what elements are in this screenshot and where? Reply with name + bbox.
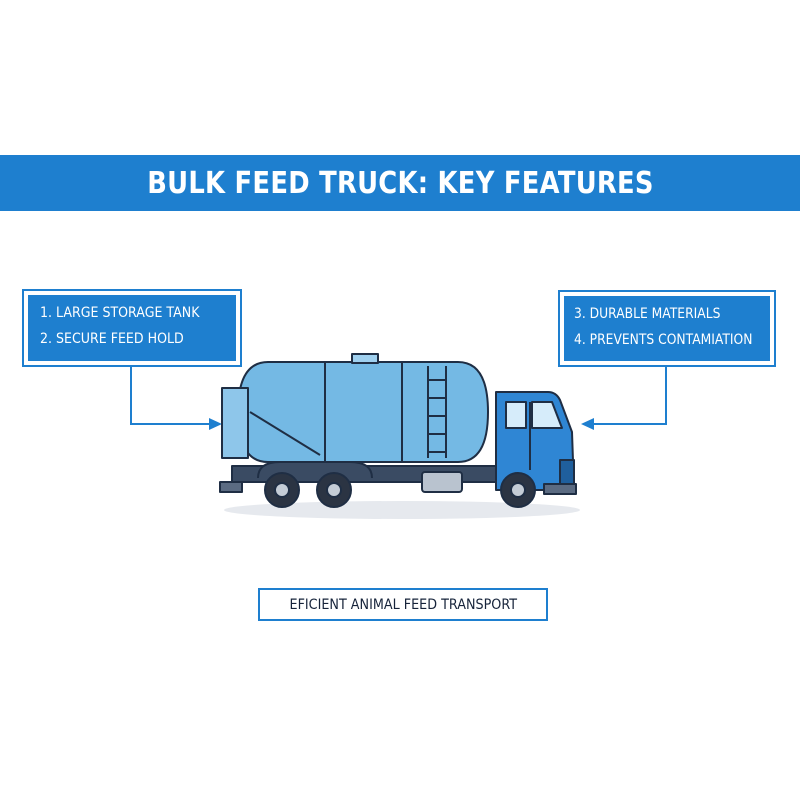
rear-compartment [221,387,249,459]
wheel-rear-2 [316,472,352,508]
title-banner: BULK FEED TRUCK: KEY FEATURES [0,155,800,211]
feature-item-3: 3. DURABLE MATERIALS [574,306,721,322]
left-connector [130,367,210,425]
cab-bumper [543,483,577,495]
arrow-left-icon [581,418,594,430]
right-callout-panel: 3. DURABLE MATERIALS 4. PREVENTS CONTAMI… [564,296,770,361]
right-callout-box: 3. DURABLE MATERIALS 4. PREVENTS CONTAMI… [558,290,776,367]
feed-tank [237,361,489,463]
wheel-rear-1 [264,472,300,508]
cab-windshield [531,401,563,429]
tank-brace [249,411,321,456]
feature-item-4: 4. PREVENTS CONTAMIATION [574,332,753,348]
truck-illustration [219,353,580,519]
tank-ladder [427,366,447,458]
page-title: BULK FEED TRUCK: KEY FEATURES [146,165,654,201]
bottom-caption: EFICIENT ANIMAL FEED TRANSPORT [289,596,517,613]
left-callout-box: 1. LARGE STORAGE TANK 2. SECURE FEED HOL… [22,289,242,367]
left-callout-panel: 1. LARGE STORAGE TANK 2. SECURE FEED HOL… [28,295,236,361]
bottom-caption-box: EFICIENT ANIMAL FEED TRANSPORT [258,588,548,621]
cab-grille [559,459,575,485]
feature-item-1: 1. LARGE STORAGE TANK [40,305,200,321]
tank-top-hatch [351,353,379,364]
feature-item-2: 2. SECURE FEED HOLD [40,331,184,347]
cab-door-window [505,401,527,429]
wheel-front [500,472,536,508]
fuel-tank [421,471,463,493]
right-connector [593,367,667,425]
rear-bumper [219,481,243,493]
arrow-right-icon [209,418,222,430]
truck-shadow [224,501,580,519]
